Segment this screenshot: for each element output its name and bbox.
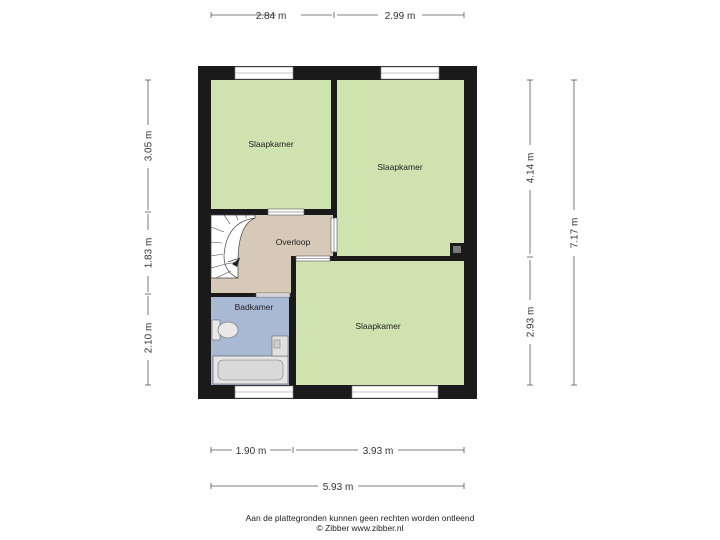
dimension-bottom	[210, 447, 465, 489]
dim-right-inner-bottom: 2.93 m	[526, 307, 537, 338]
room-bedroom-top-right	[337, 80, 464, 256]
dim-left-bottom: 2.10 m	[144, 323, 155, 354]
dim-left-mid: 1.83 m	[144, 238, 155, 269]
bathtub	[212, 355, 289, 385]
dim-bottom-left: 1.90 m	[236, 446, 267, 457]
shaft-inner	[453, 246, 461, 253]
staircase	[210, 214, 256, 279]
dimension-top	[210, 12, 465, 18]
footer-copyright: © Zibber www.zibber.nl	[316, 523, 404, 533]
label-landing: Overloop	[276, 237, 311, 247]
toilet	[211, 319, 239, 341]
label-bedroom-top-right: Slaapkamer	[377, 162, 423, 172]
footer-disclaimer: Aan de plattegronden kunnen geen rechten…	[245, 513, 475, 523]
sink	[271, 335, 289, 357]
dimension-right-inner	[527, 79, 533, 386]
label-bedroom-top-left: Slaapkamer	[248, 139, 294, 149]
dim-right-total: 7.17 m	[570, 218, 581, 249]
dim-bottom-total: 5.93 m	[323, 482, 354, 493]
room-bedroom-bottom-right	[296, 261, 464, 385]
dim-bottom-right: 3.93 m	[363, 446, 394, 457]
door-markers	[255, 208, 338, 298]
dimension-left	[145, 79, 151, 386]
dim-left-top: 3.05 m	[144, 131, 155, 162]
dim-top-right: 2.99 m	[385, 11, 416, 22]
label-bedroom-bottom-right: Slaapkamer	[355, 321, 401, 331]
dim-top-left: 2.84 m	[256, 11, 287, 22]
windows	[234, 66, 440, 399]
dim-right-inner-top: 4.14 m	[526, 153, 537, 184]
room-bedroom-top-left	[211, 80, 331, 209]
dimension-right-total	[571, 79, 577, 386]
label-bathroom: Badkamer	[235, 302, 274, 312]
